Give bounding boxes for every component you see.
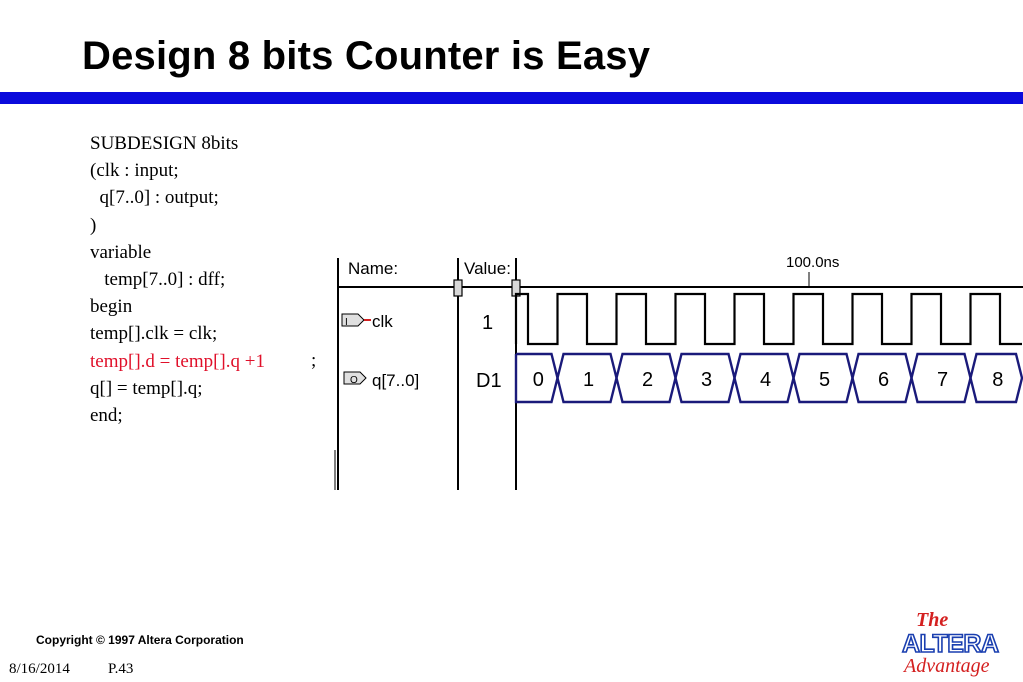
bus-segment	[733, 352, 795, 404]
name-header: Name:	[348, 259, 398, 278]
slide-date: 8/16/2014	[9, 661, 70, 677]
bus-value-label: 8	[992, 369, 1003, 391]
slide-page-number: P.43	[108, 661, 134, 677]
code-line: variable	[90, 241, 152, 263]
clk-waveform	[514, 292, 1022, 346]
signal-row-clk[interactable]: I clk 1	[341, 312, 493, 334]
bus-segment	[514, 352, 559, 404]
code-line-highlight: temp[].d = temp[].q +1	[90, 350, 265, 372]
q-bus-waveform: 0 1 2 3 4 5 6 7 8	[514, 352, 1023, 404]
code-line: )	[90, 214, 97, 236]
copyright: Copyright © 1997 Altera Corporation	[36, 633, 244, 647]
bus-segment	[910, 352, 972, 404]
bus-value-label: 3	[701, 369, 712, 391]
bus-segment	[792, 352, 854, 404]
input-pin-icon	[341, 313, 365, 327]
code-semicolon: ;	[311, 350, 317, 371]
bus-segment	[969, 352, 1023, 404]
bus-value-label: 5	[819, 369, 830, 391]
code-line: SUBDESIGN 8bits	[90, 133, 239, 154]
code-line: temp[7..0] : dff;	[90, 268, 226, 290]
code-line: q[] = temp[].q;	[90, 377, 203, 399]
output-bus-icon-letter: O	[350, 375, 358, 386]
bus-value-label: 1	[583, 369, 594, 391]
code-line: (clk : input;	[90, 160, 179, 182]
code-line: end;	[90, 404, 123, 426]
slide-title: Design 8 bits Counter is Easy	[82, 34, 651, 78]
code-line: begin	[90, 296, 133, 318]
title-rule	[0, 92, 1023, 104]
bus-segment	[615, 352, 677, 404]
altera-logo: The ALTERA Advantage	[901, 609, 1000, 677]
input-pin-icon-letter: I	[345, 317, 348, 328]
bus-value-label: 6	[878, 369, 889, 391]
logo-altera: ALTERA	[902, 630, 999, 658]
code-line: temp[].clk = clk;	[90, 323, 218, 345]
bus-value-label: 2	[642, 369, 653, 391]
signal-value-q: D1	[476, 370, 502, 392]
value-header: Value:	[464, 259, 511, 278]
bus-value-label: 0	[533, 369, 544, 391]
bus-value-label: 4	[760, 369, 771, 391]
logo-advantage: Advantage	[902, 655, 990, 677]
time-marker-label: 100.0ns	[786, 254, 839, 271]
signal-value-clk: 1	[482, 312, 493, 334]
bus-segment	[674, 352, 736, 404]
code-line: q[7..0] : output;	[90, 187, 219, 209]
bus-segment	[556, 352, 618, 404]
divider-handle[interactable]	[453, 279, 463, 297]
signal-row-q[interactable]: O q[7..0] D1	[343, 370, 502, 392]
logo-the: The	[916, 609, 948, 631]
signal-name-clk: clk	[372, 312, 393, 331]
code-block: SUBDESIGN 8bits (clk : input; q[7..0] : …	[90, 130, 265, 429]
waveform-viewer: Name: Value: 100.0ns I clk 1 O q[7..0] D…	[334, 254, 1023, 490]
bus-value-label: 7	[937, 369, 948, 391]
output-bus-icon	[343, 371, 367, 385]
bus-segment	[851, 352, 913, 404]
signal-name-q: q[7..0]	[372, 371, 419, 390]
